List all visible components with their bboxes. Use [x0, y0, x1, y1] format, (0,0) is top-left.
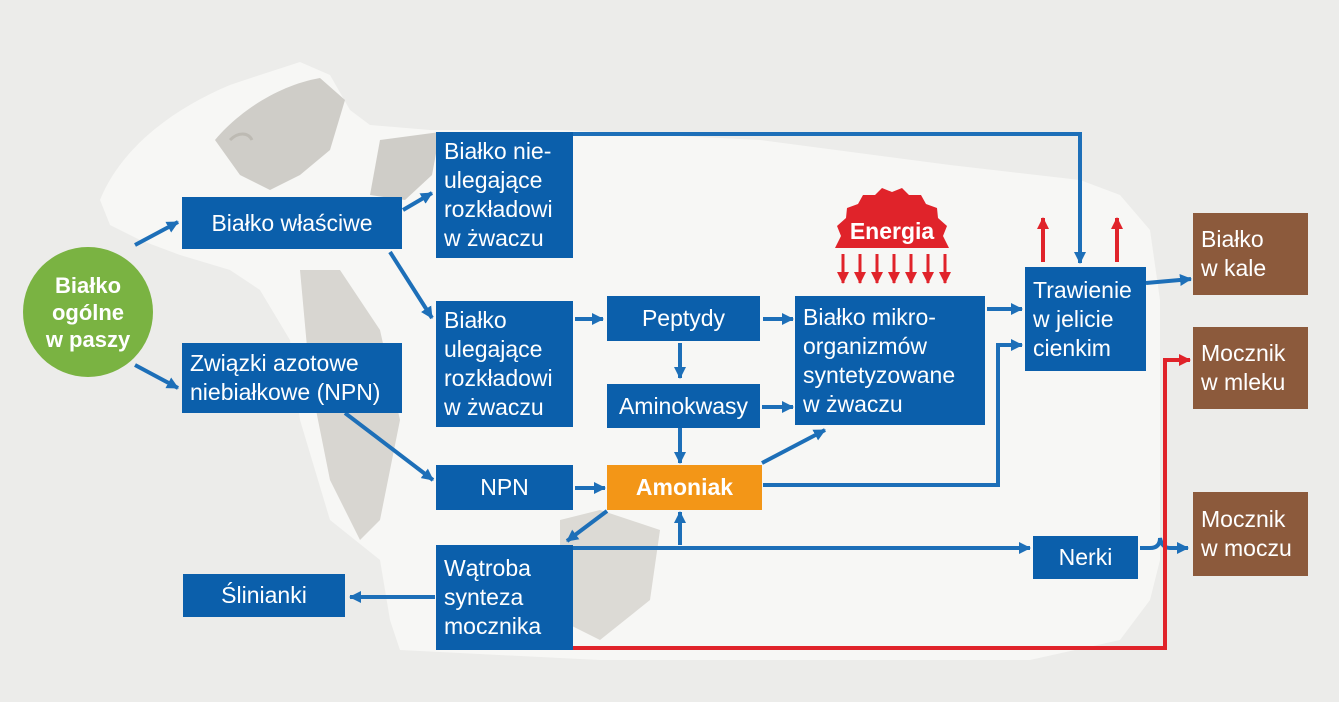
npn-compounds-line-1: Związki azotowe	[190, 350, 359, 376]
fecal-protein-line-1: Białko	[1201, 226, 1264, 252]
kidneys-node: Nerki	[1033, 536, 1138, 579]
salivary-glands-node: Ślinianki	[183, 574, 345, 617]
energy-badge: Energia	[835, 188, 949, 248]
undegradable-line-4: w żwaczu	[444, 225, 544, 251]
amino-acids-label: Aminokwasy	[618, 392, 749, 419]
microbial-protein-node: Białko mikro- organizmów syntetyzowane w…	[795, 296, 985, 425]
urine-urea-node: Mocznik w moczu	[1193, 492, 1308, 576]
salivary-label: Ślinianki	[221, 582, 307, 608]
kidneys-label: Nerki	[1058, 544, 1113, 570]
degradable-protein-node: Białko ulegające rozkładowi w żwaczu	[436, 301, 573, 427]
urine-urea-line-1: Mocznik	[1201, 506, 1286, 532]
degradable-line-4: w żwaczu	[444, 394, 544, 420]
source-line-2: ogólne	[51, 299, 125, 325]
liver-line-2: synteza	[444, 584, 524, 610]
amino-acids-node: Aminokwasy	[607, 384, 760, 428]
npn-node: NPN	[436, 465, 573, 510]
microbial-line-1: Białko mikro-	[803, 303, 936, 330]
undegradable-line-3: rozkładowi	[444, 196, 553, 222]
milk-urea-line-2: w mleku	[1201, 369, 1286, 395]
source-line-1: Białko	[54, 272, 122, 298]
npn-label: NPN	[480, 474, 529, 500]
npn-compounds-line-2: niebiałkowe (NPN)	[190, 379, 381, 405]
true-protein-label: Białko właściwe	[211, 209, 373, 236]
fecal-protein-node: Białko w kale	[1193, 213, 1308, 295]
energy-arrows	[837, 254, 951, 284]
liver-line-3: mocznika	[444, 613, 542, 639]
milk-urea-node: Mocznik w mleku	[1193, 327, 1308, 409]
digestion-line-1: Trawienie	[1033, 276, 1132, 303]
milk-urea-line-1: Mocznik	[1201, 340, 1286, 366]
liver-line-1: Wątroba	[444, 555, 531, 581]
peptides-node: Peptydy	[607, 296, 760, 341]
ammonia-label: Amoniak	[635, 474, 734, 500]
microbial-line-3: syntetyzowane	[803, 361, 956, 388]
true-protein-node: Białko właściwe	[182, 197, 402, 249]
degradable-line-1: Białko	[444, 307, 507, 333]
degradable-line-2: ulegające	[444, 336, 543, 362]
microbial-line-2: organizmów	[803, 332, 927, 359]
small-intestine-digestion-node: Trawienie w jelicie cienkim	[1025, 267, 1146, 371]
npn-compounds-node: Związki azotowe niebiałkowe (NPN)	[182, 343, 402, 413]
source-line-3: w paszy	[45, 326, 131, 352]
undegradable-line-2: ulegające	[444, 167, 543, 193]
energy-label: Energia	[850, 218, 935, 244]
digestion-line-2: w jelicie	[1033, 305, 1114, 332]
fecal-protein-line-2: w kale	[1201, 255, 1267, 281]
degradable-line-3: rozkładowi	[444, 365, 553, 391]
liver-urea-synthesis-node: Wątroba synteza mocznika	[436, 545, 573, 650]
undegradable-line-1: Białko nie-	[444, 138, 552, 164]
flow-arrows	[134, 132, 1192, 603]
urine-urea-line-2: w moczu	[1201, 535, 1292, 561]
digestion-line-3: cienkim	[1033, 334, 1111, 361]
undegradable-protein-node: Białko nie- ulegające rozkładowi w żwacz…	[436, 132, 573, 258]
ammonia-node: Amoniak	[607, 465, 762, 510]
urea-arrows	[573, 217, 1191, 650]
peptides-label: Peptydy	[641, 305, 726, 331]
microbial-line-4: w żwaczu	[803, 390, 903, 417]
source-node: Białko ogólne w paszy	[23, 247, 153, 377]
